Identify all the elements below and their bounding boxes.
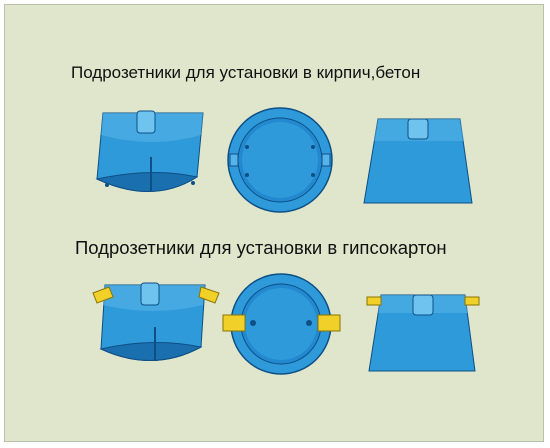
title-brick-concrete: Подрозетники для установки в кирпич,бето… xyxy=(71,63,421,82)
title-drywall: Подрозетники для установки в гипсокартон xyxy=(75,237,447,258)
drywall-box-top-view xyxy=(222,273,341,375)
brick-box-top-view xyxy=(227,107,333,213)
diagram-panel: Подрозетники для установки в кирпич,бето… xyxy=(4,4,544,442)
drywall-box-side-view xyxy=(92,282,220,361)
brick-box-side-view xyxy=(95,110,204,192)
drywall-box-front-view xyxy=(366,294,480,372)
brick-box-front-view xyxy=(363,118,473,204)
